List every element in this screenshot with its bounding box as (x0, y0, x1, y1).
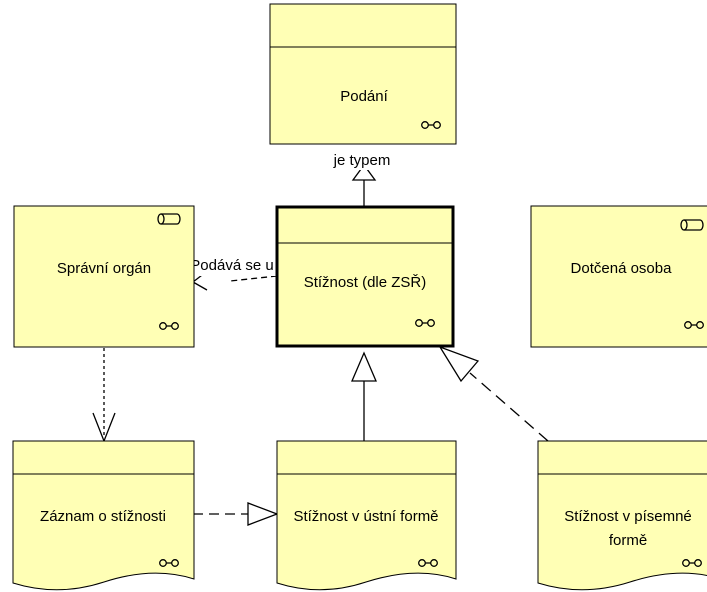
edge-pisemne-stiznost[interactable] (438, 345, 549, 442)
specialization-arrowhead (351, 163, 377, 181)
node-zaznam[interactable]: Záznam o stížnosti (12, 440, 195, 591)
node-label: Záznam o stížnosti (40, 508, 166, 525)
glasses-icon (684, 321, 704, 329)
edge-ustni-stiznost[interactable] (351, 351, 377, 441)
node-label: Stížnost v ústní formě (293, 508, 438, 525)
edge-zaznam-ustni[interactable] (193, 502, 279, 526)
glasses-icon (682, 559, 702, 567)
role-cylinder-icon (680, 219, 704, 231)
realization-arrowhead (247, 502, 279, 526)
node-label: Správní orgán (57, 260, 151, 277)
node-spravni-organ[interactable]: Správní orgán (13, 205, 195, 348)
node-label: Stížnost (dle ZSŘ) (304, 274, 427, 291)
node-ustni[interactable]: Stížnost v ústní formě (276, 440, 457, 591)
node-label: Dotčená osoba (571, 260, 673, 277)
node-label-line2: formě (609, 532, 647, 549)
edge-label-podava-se-u: Podává se u (190, 257, 273, 274)
node-stiznost[interactable]: Stížnost (dle ZSŘ) (275, 205, 455, 348)
edge-organ-zaznam[interactable] (92, 348, 116, 443)
glasses-icon (159, 322, 179, 330)
edge-label-bg (183, 254, 278, 276)
edge-label-je-typem: je typem (333, 152, 391, 169)
node-pisemne[interactable]: Stížnost v písemné formě (537, 440, 707, 591)
specialization-arrowhead (438, 345, 480, 383)
node-label-line1: Stížnost v písemné (564, 508, 692, 525)
node-label: Podání (340, 88, 388, 105)
node-podani[interactable]: Podání (269, 3, 457, 145)
edge-podava-se-u[interactable]: Podává se u (183, 254, 278, 291)
glasses-icon (418, 559, 438, 567)
glasses-icon (159, 559, 179, 567)
glasses-icon (415, 319, 435, 327)
role-cylinder-icon (157, 213, 181, 225)
node-dotcena-osoba[interactable]: Dotčená osoba (530, 205, 707, 348)
edge-label-bg (325, 148, 400, 170)
edge-je-typem[interactable]: je typem (325, 148, 400, 206)
specialization-arrowhead (351, 351, 377, 382)
glasses-icon (421, 121, 441, 129)
